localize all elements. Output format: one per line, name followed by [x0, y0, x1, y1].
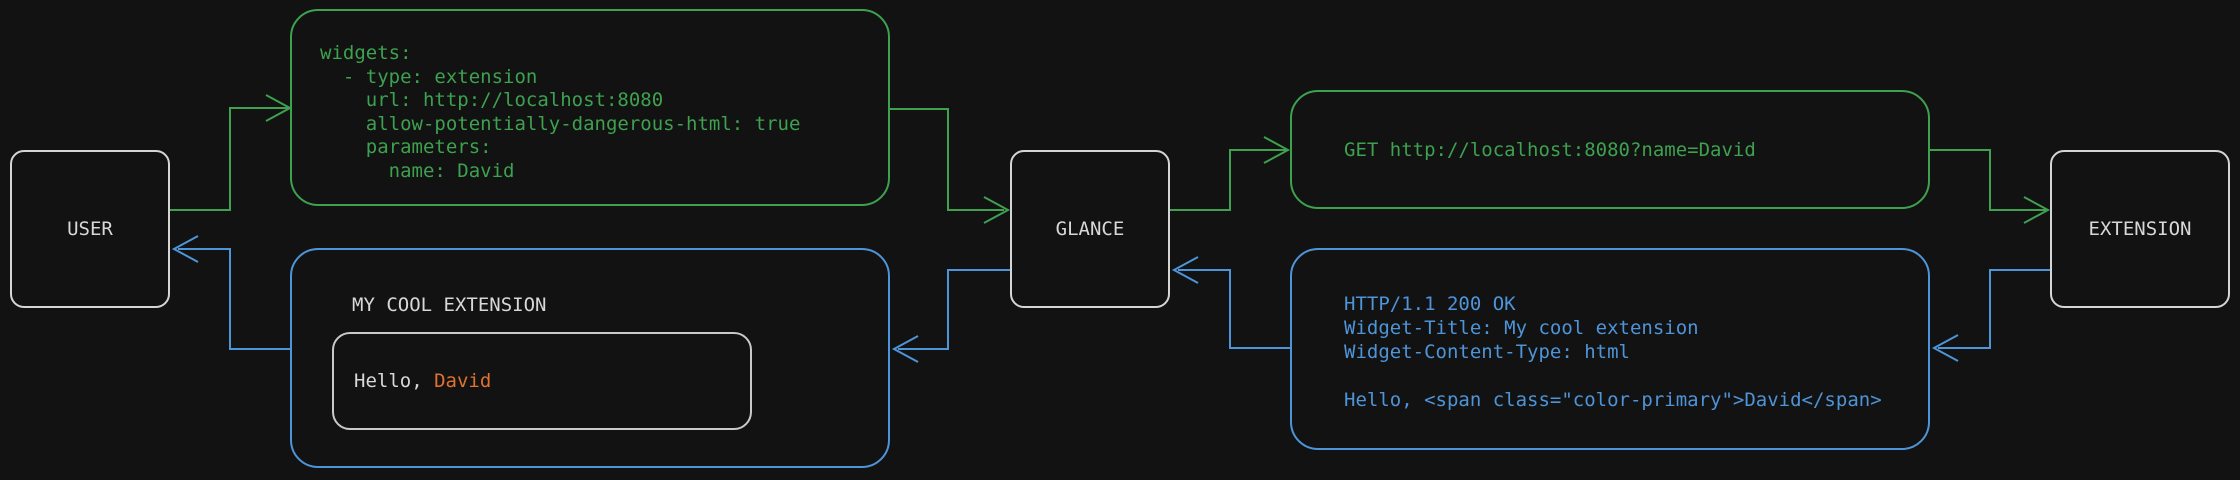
arrowhead-response-to-glance — [1171, 256, 1199, 284]
http-response-box: HTTP/1.1 200 OK Widget-Title: My cool ex… — [1290, 248, 1930, 450]
http-response-text: HTTP/1.1 200 OK Widget-Title: My cool ex… — [1344, 293, 1882, 411]
user-node: USER — [10, 150, 170, 308]
extension-node: EXTENSION — [2050, 150, 2230, 308]
widget-preview-box: MY COOL EXTENSION Hello, David — [290, 248, 890, 468]
extension-node-label: EXTENSION — [2088, 218, 2192, 240]
yaml-config-text: widgets: - type: extension url: http://l… — [320, 42, 801, 182]
arrow-preview-to-user — [178, 248, 290, 350]
arrow-glance-to-request — [1170, 149, 1286, 211]
arrowhead-preview-to-user — [171, 235, 199, 263]
user-node-label: USER — [67, 218, 113, 240]
arrow-extension-to-response — [1938, 269, 2050, 349]
arrowhead-glance-to-preview — [891, 335, 919, 363]
greeting-box: Hello, David — [332, 332, 752, 430]
arrow-glance-to-preview — [898, 269, 1010, 350]
arrowhead-request-to-extension — [2023, 196, 2051, 224]
arrowhead-glance-to-request — [1263, 136, 1291, 164]
arrowhead-extension-to-response — [1931, 334, 1959, 362]
arrow-user-to-config — [170, 107, 288, 211]
yaml-config-box: widgets: - type: extension url: http://l… — [290, 9, 890, 206]
widget-preview-title: MY COOL EXTENSION — [352, 294, 547, 316]
arrow-response-to-glance — [1178, 269, 1290, 349]
arrowhead-config-to-glance — [983, 196, 1011, 224]
greeting-prefix: Hello, — [354, 370, 435, 392]
http-request-text: GET http://localhost:8080?name=David — [1344, 138, 1756, 161]
greeting-name: David — [434, 370, 492, 392]
http-request-box: GET http://localhost:8080?name=David — [1290, 90, 1930, 209]
arrow-config-to-glance — [890, 108, 1004, 211]
glance-node-label: GLANCE — [1055, 218, 1125, 240]
arrow-request-to-extension — [1930, 149, 2046, 211]
glance-node: GLANCE — [1010, 150, 1170, 308]
